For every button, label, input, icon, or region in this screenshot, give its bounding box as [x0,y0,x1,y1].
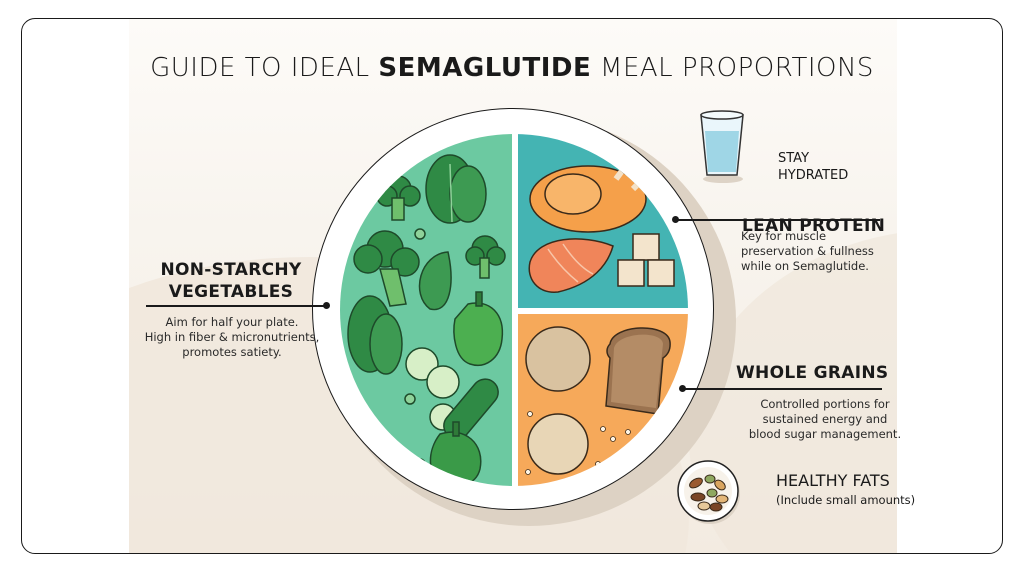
hydration-line1: STAY [778,151,810,166]
hydration-label: STAY HYDRATED [778,150,848,184]
vegetables-desc-line2: High in fiber & micronutrients, [144,330,320,344]
protein-title: LEAN PROTEIN [742,216,886,236]
infographic-frame: GUIDE TO IDEAL SEMAGLUTIDE MEAL PROPORTI… [21,18,1003,554]
page-title: GUIDE TO IDEAL SEMAGLUTIDE MEAL PROPORTI… [22,53,1002,83]
vegetables-leader-line [146,305,326,307]
vegetables-title-line2: VEGETABLES [168,282,294,302]
grains-desc-line1: Controlled portions for [760,397,890,411]
grains-title: WHOLE GRAINS [736,363,889,383]
vegetables-title-line1: NON-STARCHY [160,260,302,280]
fats-title: HEALTHY FATS [776,471,890,490]
title-emphasis: SEMAGLUTIDE [378,53,592,83]
water-glass-icon [698,109,746,187]
grains-desc-line2: sustained energy and [762,412,888,426]
grains-description: Controlled portions for sustained energy… [740,397,910,442]
vegetables-desc-line1: Aim for half your plate. [165,315,299,329]
protein-desc-line1: Key for muscle [741,229,827,243]
grains-leader-line [682,388,882,390]
protein-description: Key for muscle preservation & fullness w… [741,229,901,274]
vegetables-illustration-icon [340,154,506,486]
hydration-line2: HYDRATED [778,168,849,183]
title-suffix: MEAL PROPORTIONS [591,53,874,83]
vegetables-leader-dot [323,302,330,309]
fats-description: (Include small amounts) [776,493,916,507]
grains-desc-line3: blood sugar management. [748,427,902,441]
vegetables-section [340,134,512,486]
title-prefix: GUIDE TO IDEAL [150,53,379,83]
protein-desc-line2: preservation & fullness [741,244,874,258]
protein-desc-line3: while on Semaglutide. [741,259,869,273]
protein-illustration-icon [528,150,675,293]
nuts-bowl-icon [676,459,742,529]
protein-section [518,134,688,308]
vegetables-desc-line3: promotes satiety. [182,345,282,359]
plate-food-area [340,134,688,486]
vegetables-title: NON-STARCHY VEGETABLES [146,259,316,303]
vegetables-description: Aim for half your plate. High in fiber &… [122,315,342,360]
protein-leader-line [675,219,880,221]
grains-section [518,314,688,486]
grains-illustration-icon [525,326,671,475]
